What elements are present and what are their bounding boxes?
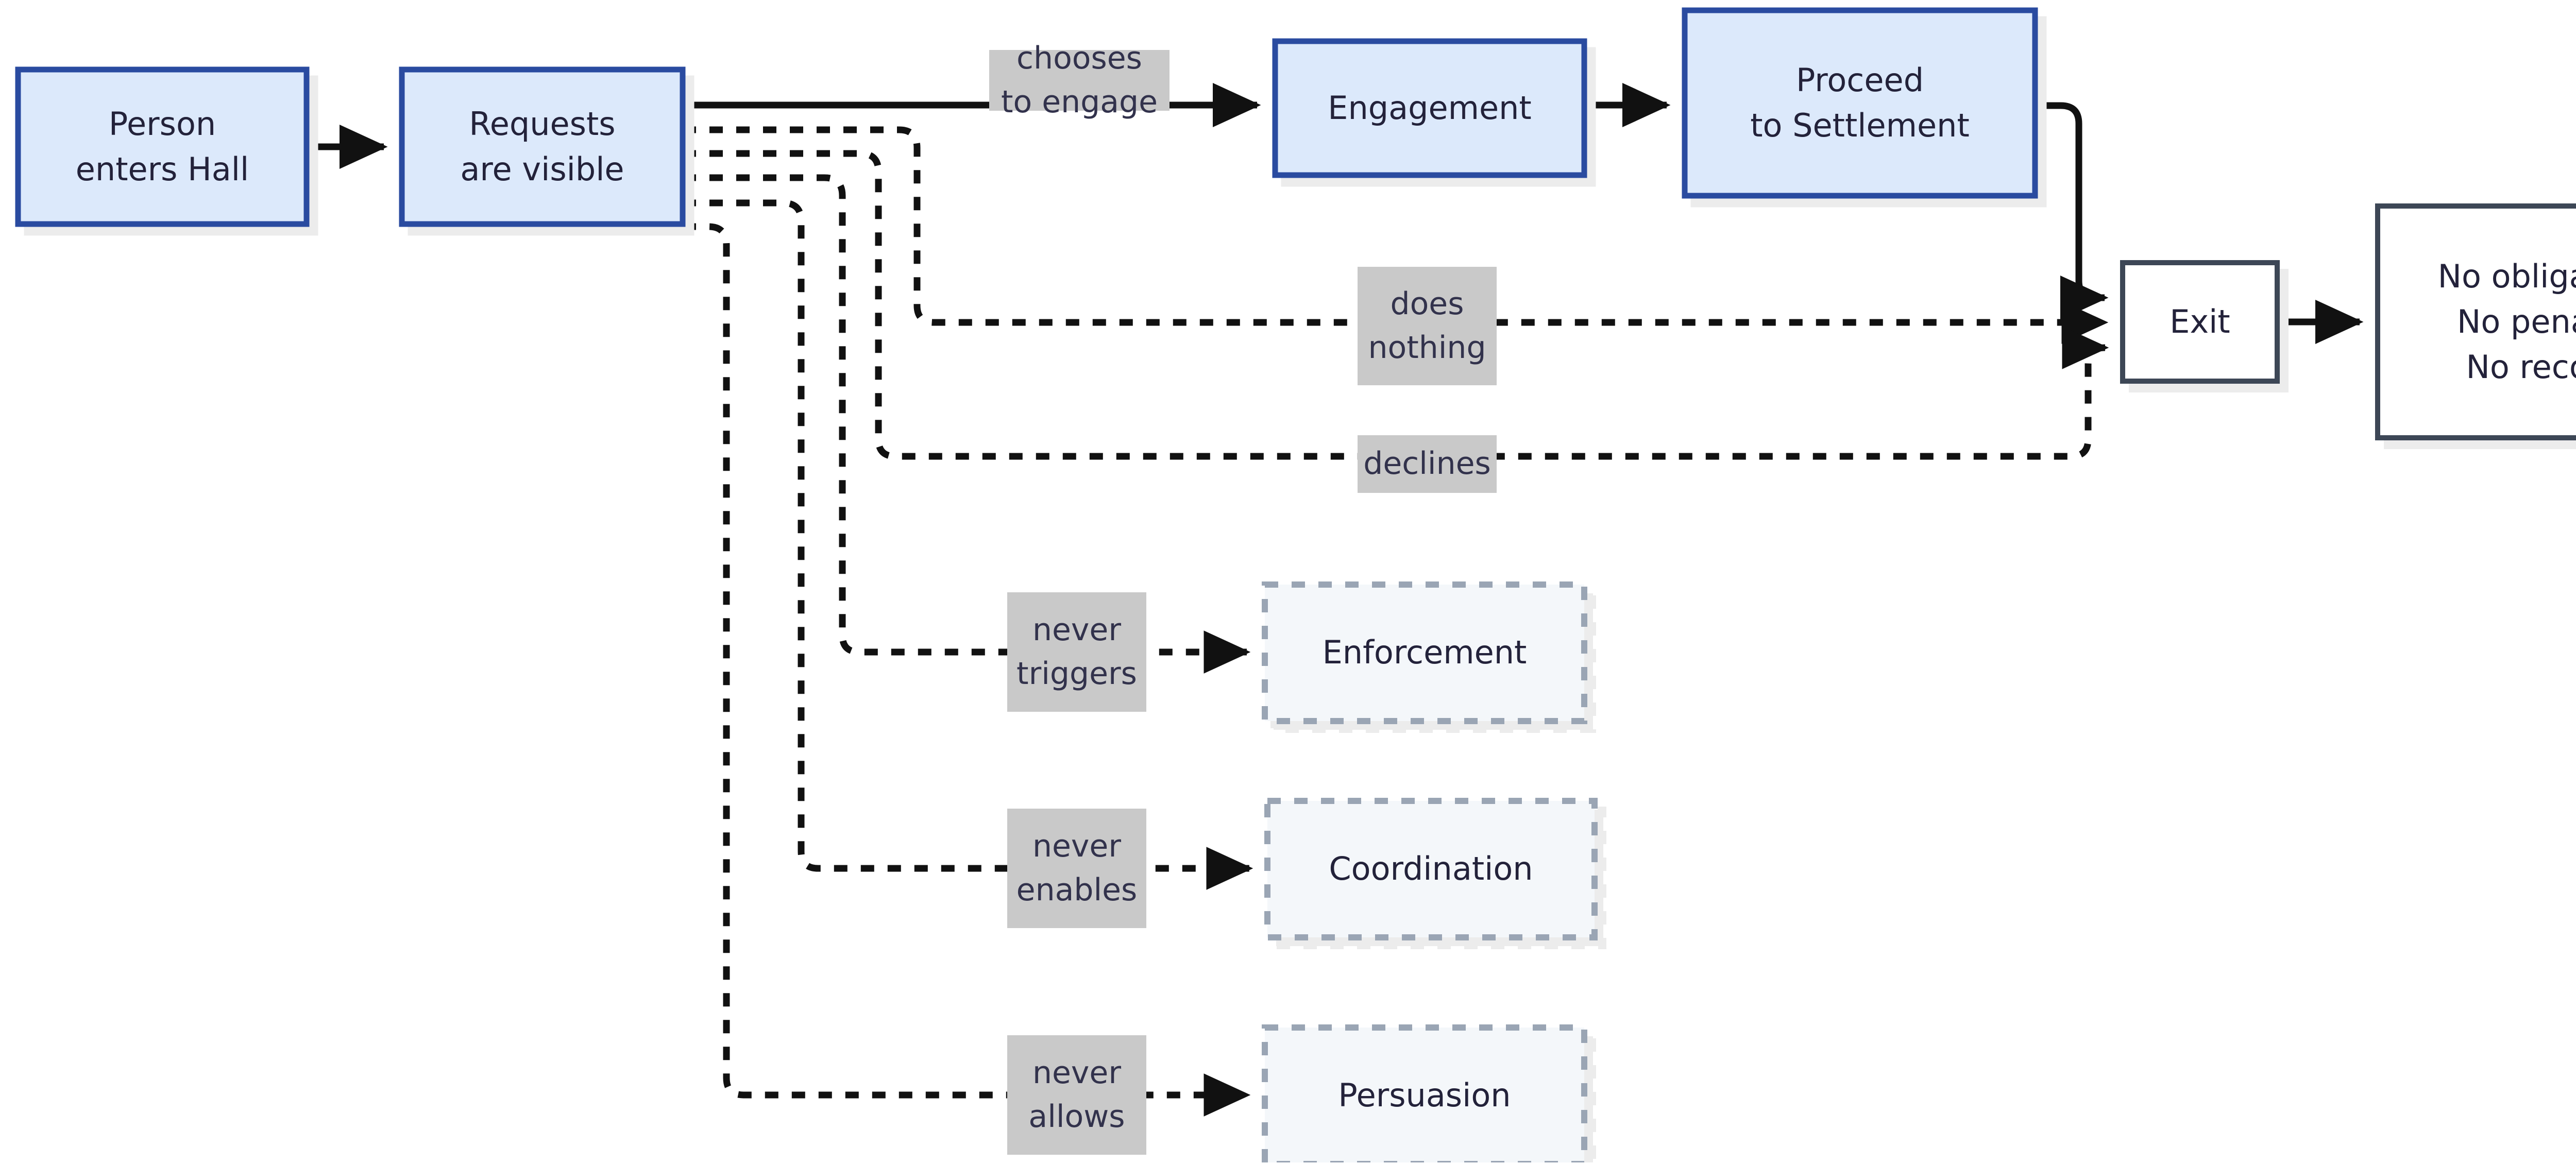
- node-persuasion[interactable]: [1262, 1024, 1587, 1162]
- edge-settlement-to-exit: [2035, 102, 2109, 320]
- node-exit[interactable]: [2120, 260, 2280, 384]
- edge-requests-to-exit-does-nothing: [683, 126, 2109, 344]
- node-settlement[interactable]: [1682, 7, 2038, 199]
- edge-requests-to-coordination: [683, 199, 1253, 890]
- node-person[interactable]: [15, 66, 310, 227]
- edge-requests-to-exit-declines: [683, 150, 2109, 460]
- edge-label-does-nothing: does nothing: [1358, 267, 1497, 385]
- edge-label-chooses-to-engage: chooses to engage: [989, 40, 1170, 120]
- node-requests[interactable]: [399, 66, 686, 227]
- node-enforcement[interactable]: [1262, 581, 1587, 724]
- edge-label-never-triggers: never triggers: [1007, 592, 1146, 712]
- edge-label-declines: declines: [1358, 435, 1497, 493]
- edge-requests-to-enforcement: [683, 174, 1251, 674]
- node-layer: [15, 7, 2576, 1162]
- node-outcome[interactable]: [2375, 203, 2576, 440]
- node-engagement[interactable]: [1272, 38, 1587, 178]
- edge-label-never-allows: never allows: [1007, 1035, 1146, 1155]
- node-coordination[interactable]: [1264, 798, 1598, 940]
- edge-requests-to-persuasion: [683, 223, 1251, 1117]
- edge-label-never-enables: never enables: [1007, 809, 1146, 928]
